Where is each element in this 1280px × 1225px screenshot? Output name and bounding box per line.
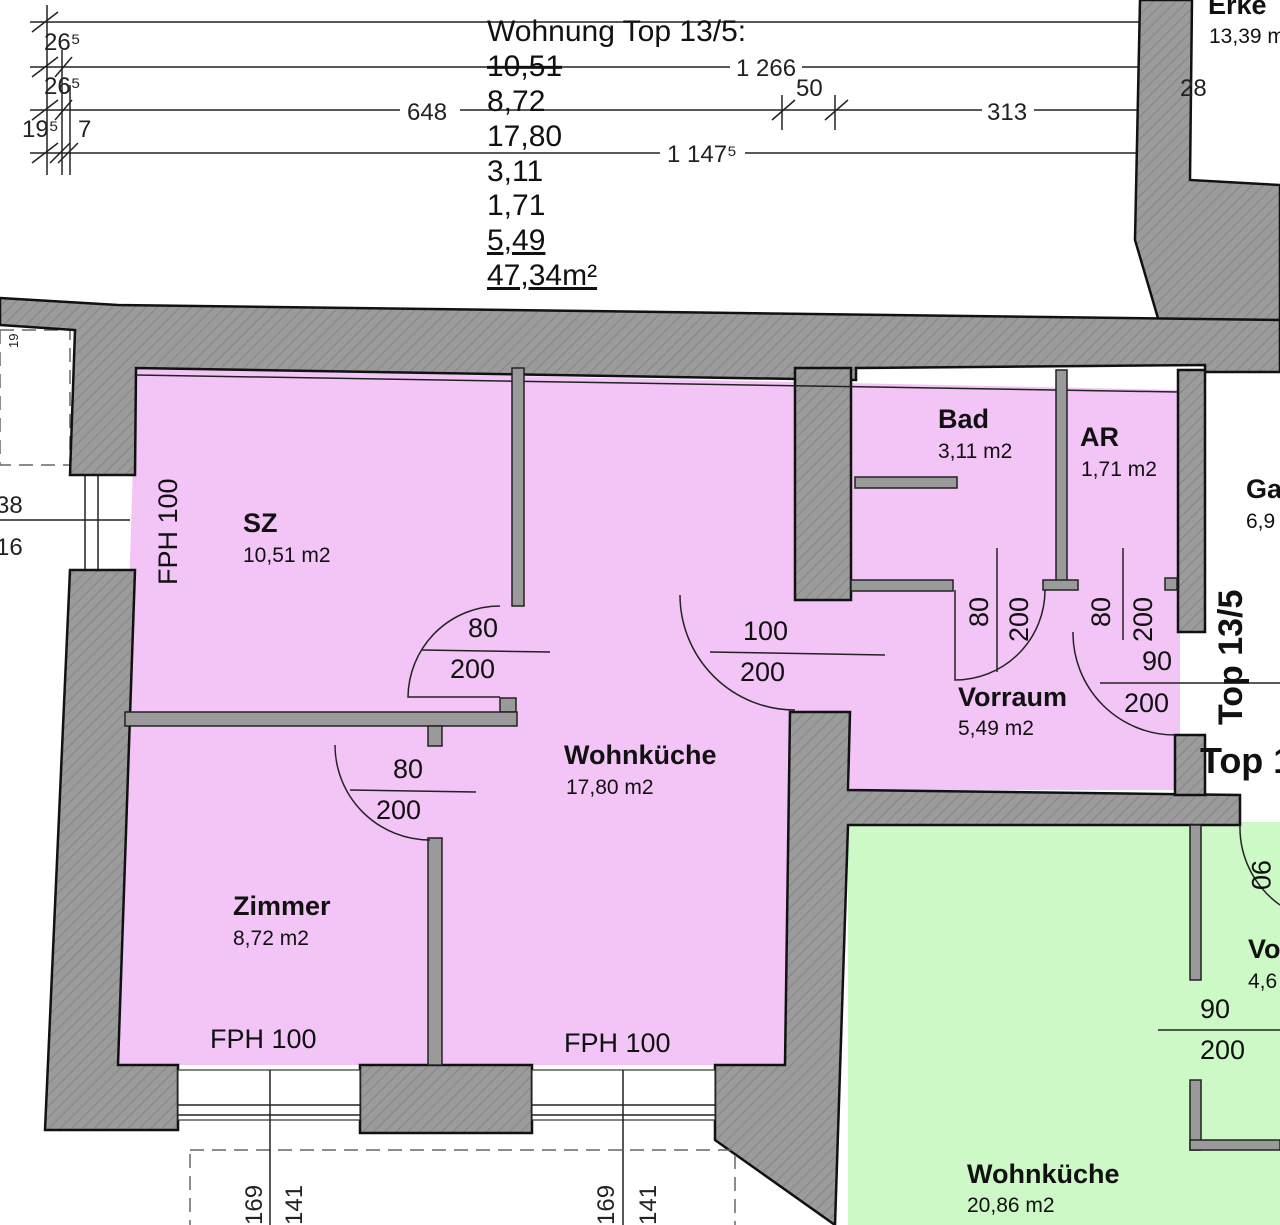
dim-26-5-b: 26⁵: [44, 73, 81, 100]
door-green-width: 90: [1200, 994, 1230, 1024]
room-name-wohnkueche-2: Wohnküche: [967, 1159, 1120, 1189]
room-name-ga: Ga: [1246, 474, 1280, 504]
apartment-label-top-1: Top 1: [1200, 740, 1280, 781]
door-wk-height: 200: [740, 657, 785, 687]
dim-28: 28: [1180, 75, 1207, 102]
dim-169: 169: [241, 1185, 268, 1225]
door-sz-height: 200: [450, 654, 495, 684]
dim-1147-5: 1 147⁵: [667, 141, 737, 168]
room-name-wohnkueche: Wohnküche: [564, 740, 717, 770]
fph-label-zimmer: FPH 100: [210, 1024, 317, 1054]
summary-value: 17,80: [487, 120, 562, 153]
room-area-wohnkueche-2: 20,86 m2: [967, 1194, 1055, 1217]
door-bad-height: 200: [1004, 597, 1034, 642]
dim-141: 141: [635, 1185, 662, 1225]
room-area-ga: 6,9: [1246, 510, 1275, 533]
dim-169: 169: [593, 1185, 620, 1225]
dim-7: 7: [78, 116, 91, 143]
room-area-vorraum: 5,49 m2: [958, 717, 1034, 740]
fph-label-wohnkueche: FPH 100: [564, 1028, 671, 1058]
door-bad-width: 80: [964, 597, 994, 627]
neighbor-apartment-area: [848, 822, 1280, 1225]
partition-walls: [124, 367, 1280, 1151]
room-name-ar: AR: [1080, 422, 1119, 452]
dim-left-16: 16: [0, 534, 23, 561]
room-name-zimmer: Zimmer: [233, 891, 331, 921]
summary-value: 5,49: [487, 224, 545, 257]
apartment-label-top-13-5: Top 13/5: [1212, 590, 1250, 725]
dim-left-19: 19: [6, 334, 21, 348]
door-ar-height: 200: [1128, 597, 1158, 642]
area-summary: Wohnung Top 13/5: 10,51 8,72 17,80 3,11 …: [487, 15, 746, 292]
door-sz-width: 80: [468, 613, 498, 643]
room-area-bad: 3,11 m2: [938, 440, 1012, 463]
summary-value: 10,51: [487, 50, 562, 83]
dim-313: 313: [987, 99, 1027, 126]
summary-value: 8,72: [487, 85, 545, 118]
summary-total: 47,34m²: [487, 259, 597, 292]
room-area-wohnkueche: 17,80 m2: [566, 776, 654, 799]
bottom-dimensions: 169 141 169 141: [241, 1185, 662, 1225]
door-swings: [334, 548, 1280, 1031]
summary-value: 1,71: [487, 189, 545, 222]
dim-left-38: 38: [0, 492, 23, 519]
room-name-vorraum: Vorraum: [958, 682, 1067, 712]
dim-1266: 1 266: [736, 55, 796, 82]
room-name-vo: Vo: [1248, 934, 1280, 964]
dim-50: 50: [796, 75, 823, 102]
room-area-zimmer: 8,72 m2: [233, 927, 309, 950]
room-area-vo: 4,6: [1248, 970, 1277, 993]
dim-141: 141: [281, 1185, 308, 1225]
dim-19-5: 19⁵: [22, 116, 59, 143]
apartment-area: [118, 368, 1180, 1065]
door-entry-width: 90: [1142, 646, 1172, 676]
door-green-height: 200: [1200, 1035, 1245, 1065]
door-zimmer-width: 80: [393, 754, 423, 784]
room-name-bad: Bad: [938, 404, 989, 434]
door-zimmer-height: 200: [376, 795, 421, 825]
fph-label-sz: FPH 100: [153, 478, 183, 585]
dim-26-5-a: 26⁵: [44, 29, 81, 56]
door-entry-height: 200: [1124, 688, 1169, 718]
door-right-90: 90: [1246, 860, 1276, 890]
room-name-erker: Erke: [1208, 0, 1267, 20]
room-area-ar: 1,71 m2: [1081, 458, 1157, 481]
windows: [135, 374, 1179, 1225]
summary-title: Wohnung Top 13/5:: [487, 15, 746, 48]
room-name-sz: SZ: [243, 508, 278, 538]
door-ar-width: 80: [1086, 597, 1116, 627]
dim-648: 648: [407, 99, 447, 126]
summary-value: 3,11: [487, 155, 543, 188]
room-area-erker: 13,39 m: [1209, 25, 1280, 48]
door-wk-width: 100: [743, 616, 788, 646]
room-area-sz: 10,51 m2: [243, 544, 331, 567]
